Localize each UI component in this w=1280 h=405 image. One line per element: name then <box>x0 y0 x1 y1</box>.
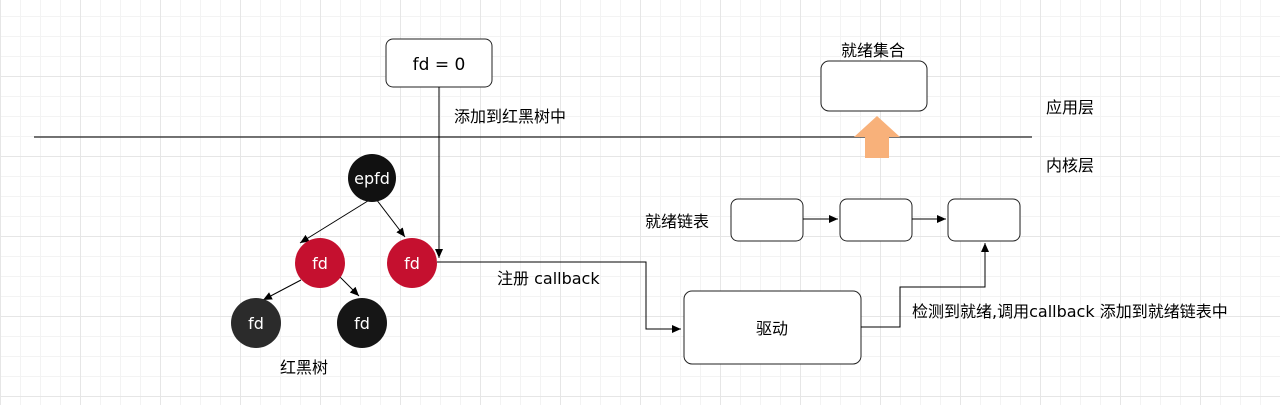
fd-red-left-node <box>295 238 345 288</box>
fd-red-left-label: fd <box>312 254 328 273</box>
edge-epfd-right <box>375 198 406 238</box>
add-to-tree-label: 添加到红黑树中 <box>454 107 566 126</box>
fd-app-label: fd = 0 <box>413 55 466 75</box>
kernel-layer-label: 内核层 <box>1046 156 1094 175</box>
rb-tree-label: 红黑树 <box>280 358 328 377</box>
edge-left-blackright <box>339 276 360 297</box>
register-callback-label: 注册 callback <box>497 269 600 288</box>
up-arrow-icon <box>854 116 900 158</box>
ready-list-label: 就绪链表 <box>645 212 709 231</box>
driver-label: 驱动 <box>756 319 788 338</box>
epfd-label: epfd <box>354 169 390 188</box>
epfd-node <box>348 154 396 202</box>
detect-ready-label: 检测到就绪,调用callback 添加到就绪链表中 <box>912 302 1228 321</box>
fd-red-right-node <box>387 238 437 288</box>
ready-list-item-1 <box>730 198 804 242</box>
ready-list-item-2 <box>839 198 913 242</box>
register-callback-arrow <box>437 261 681 333</box>
app-layer-label: 应用层 <box>1046 98 1094 117</box>
fd-red-right-label: fd <box>404 254 420 273</box>
edge-left-blackleft <box>262 279 302 301</box>
fd-black-left-label: fd <box>248 314 264 333</box>
fd-black-right-node <box>337 298 387 348</box>
ready-set-box <box>820 60 928 112</box>
detect-ready-arrow <box>861 243 989 328</box>
fd-black-left-node <box>231 298 281 348</box>
ready-list-item-3 <box>947 198 1021 242</box>
ready-set-label: 就绪集合 <box>841 41 905 60</box>
edge-epfd-left <box>299 198 372 244</box>
fd-black-right-label: fd <box>354 314 370 333</box>
